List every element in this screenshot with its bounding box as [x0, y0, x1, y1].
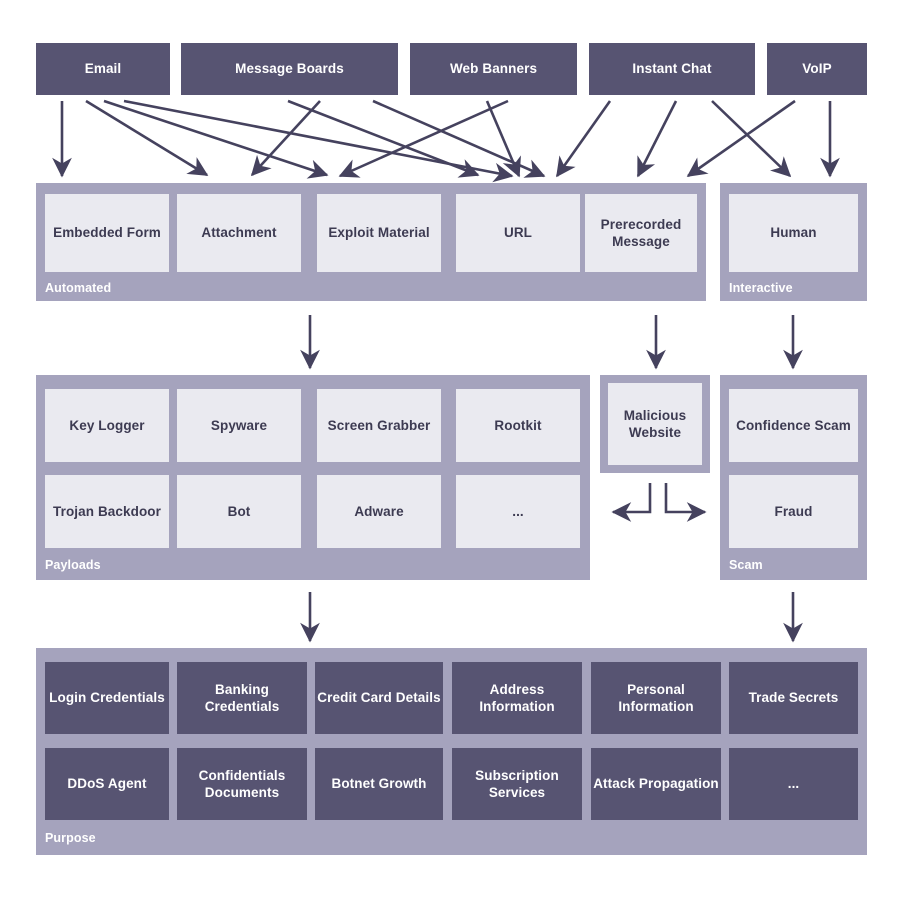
scam-node-confidence-scam[interactable]: Confidence Scam — [729, 389, 858, 462]
arrow-malicious-website-to-scam — [664, 483, 707, 522]
arrow-web-banners-to-url — [485, 100, 521, 178]
payload-node-spyware[interactable]: Spyware — [177, 389, 301, 462]
purpose-node-ddos-agent[interactable]: DDoS Agent — [45, 748, 169, 820]
payload-node-key-logger[interactable]: Key Logger — [45, 389, 169, 462]
group-label-scam: Scam — [729, 558, 763, 572]
group-label-purpose: Purpose — [45, 831, 96, 845]
payload-node-ellipsis[interactable]: ... — [456, 475, 580, 548]
mechanism-node-malicious-website[interactable]: Malicious Website — [608, 383, 702, 465]
purpose-node-credit-card-details[interactable]: Credit Card Details — [315, 662, 443, 734]
arrow-instant-chat-to-prerecorded-message — [636, 100, 678, 178]
channel-node-web-banners[interactable]: Web Banners — [410, 43, 577, 95]
payload-node-screen-grabber[interactable]: Screen Grabber — [317, 389, 441, 462]
purpose-node-banking-credentials[interactable]: Banking Credentials — [177, 662, 307, 734]
purpose-node-ellipsis[interactable]: ... — [729, 748, 858, 820]
channel-node-email[interactable]: Email — [36, 43, 170, 95]
channel-node-voip[interactable]: VoIP — [767, 43, 867, 95]
arrow-instant-chat-to-human — [711, 100, 792, 178]
arrow-email-to-exploit-material — [103, 99, 329, 179]
arrow-malicious-website-to-payloads — [611, 483, 652, 522]
delivery-node-exploit-material[interactable]: Exploit Material — [317, 194, 441, 272]
delivery-node-embedded-form[interactable]: Embedded Form — [45, 194, 169, 272]
delivery-node-human[interactable]: Human — [729, 194, 858, 272]
purpose-node-botnet-growth[interactable]: Botnet Growth — [315, 748, 443, 820]
group-label-interactive: Interactive — [729, 281, 793, 295]
scam-node-fraud[interactable]: Fraud — [729, 475, 858, 548]
purpose-node-personal-information[interactable]: Personal Information — [591, 662, 721, 734]
purpose-node-confidentials-documents[interactable]: Confidentials Documents — [177, 748, 307, 820]
arrow-message-boards-to-attachment — [250, 100, 321, 177]
arrow-email-to-url — [123, 99, 514, 183]
purpose-node-login-credentials[interactable]: Login Credentials — [45, 662, 169, 734]
arrow-message-boards-to-url-right — [372, 99, 546, 178]
delivery-node-attachment[interactable]: Attachment — [177, 194, 301, 272]
channel-node-instant-chat[interactable]: Instant Chat — [589, 43, 755, 95]
payload-node-trojan-backdoor[interactable]: Trojan Backdoor — [45, 475, 169, 548]
arrow-web-banners-to-exploit-material — [338, 99, 509, 178]
delivery-node-url[interactable]: URL — [456, 194, 580, 272]
payload-node-rootkit[interactable]: Rootkit — [456, 389, 580, 462]
purpose-node-subscription-services[interactable]: Subscription Services — [452, 748, 582, 820]
group-label-payloads: Payloads — [45, 558, 101, 572]
payload-node-bot[interactable]: Bot — [177, 475, 301, 548]
arrow-message-boards-to-url — [287, 99, 480, 178]
purpose-node-trade-secrets[interactable]: Trade Secrets — [729, 662, 858, 734]
purpose-node-address-information[interactable]: Address Information — [452, 662, 582, 734]
arrow-instant-chat-to-url — [555, 100, 612, 178]
channel-node-message-boards[interactable]: Message Boards — [181, 43, 398, 95]
arrow-voip-to-prerecorded-message — [686, 99, 796, 178]
group-label-automated: Automated — [45, 281, 112, 295]
payload-node-adware[interactable]: Adware — [317, 475, 441, 548]
delivery-node-prerecorded-message[interactable]: Prerecorded Message — [585, 194, 697, 272]
purpose-node-attack-propagation[interactable]: Attack Propagation — [591, 748, 721, 820]
arrow-email-to-attachment — [85, 99, 209, 177]
group-band-purpose — [36, 648, 867, 855]
